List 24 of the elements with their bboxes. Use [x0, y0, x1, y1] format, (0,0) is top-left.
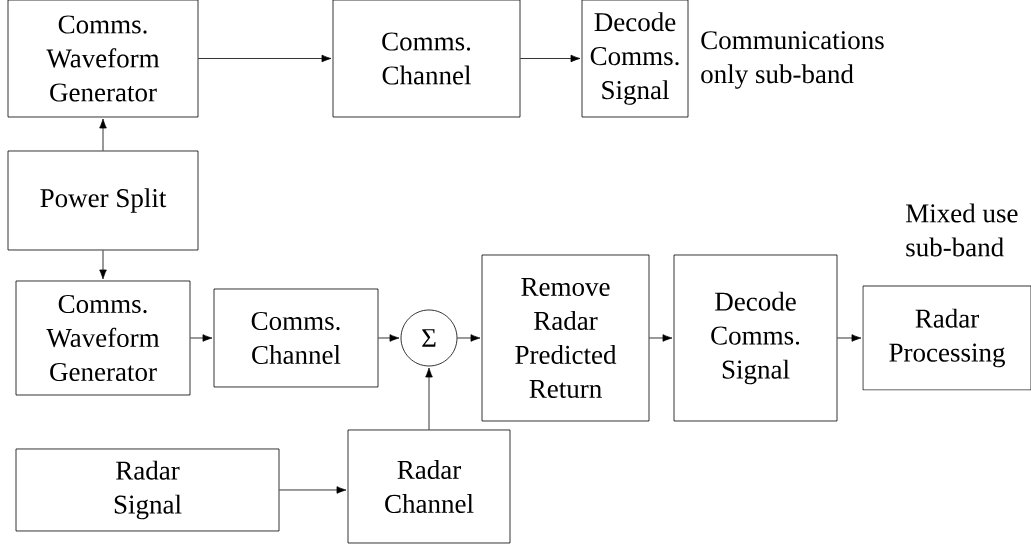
- arrow: [457, 334, 481, 342]
- arrow: [520, 54, 581, 63]
- process-box: Comms. Channel: [213, 288, 379, 388]
- process-box: Radar Signal: [15, 448, 280, 532]
- process-box: Power Split: [7, 150, 199, 251]
- arrow: [425, 367, 433, 430]
- process-box: Decode Comms. Signal: [673, 254, 838, 422]
- process-box: Radar Channel: [347, 429, 511, 544]
- arrow: [279, 486, 347, 494]
- arrow: [378, 334, 400, 342]
- summing-junction: Σ: [400, 309, 458, 367]
- process-box: Comms. Waveform Generator: [15, 280, 191, 396]
- process-box: Radar Processing: [862, 285, 1031, 391]
- arrow: [190, 334, 213, 342]
- process-box: Decode Comms. Signal: [581, 0, 689, 118]
- arrow: [649, 334, 673, 342]
- process-box: Remove Radar Predicted Return: [481, 254, 650, 422]
- annotation-text: Mixed use sub-band: [906, 203, 1018, 257]
- process-box: Comms. Channel: [332, 0, 521, 118]
- arrow: [837, 334, 862, 342]
- process-box: Comms. Waveform Generator: [7, 0, 199, 118]
- arrow: [99, 118, 107, 151]
- arrow: [198, 54, 332, 63]
- arrow: [99, 250, 107, 280]
